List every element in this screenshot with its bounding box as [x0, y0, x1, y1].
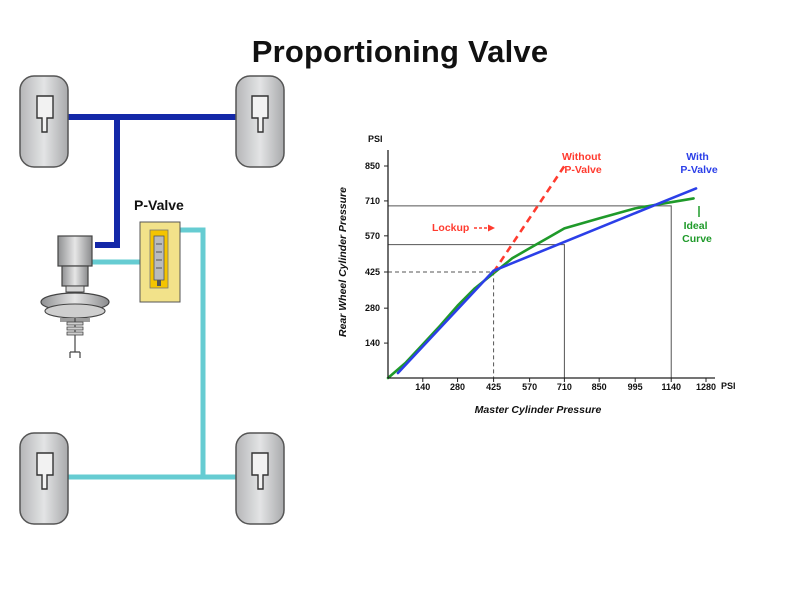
label-ideal-curve: Ideal Curve	[682, 220, 712, 245]
y-unit-label: PSI	[368, 134, 383, 144]
tire-rear-left	[19, 432, 69, 525]
front-feed-line	[95, 117, 120, 248]
front-brake-line	[68, 114, 245, 248]
x-tick-label: 140	[415, 382, 430, 392]
tire-rear-right	[235, 432, 285, 525]
y-tick-label: 140	[365, 338, 380, 348]
lockup-arrow	[474, 224, 495, 232]
series-with-p-valve	[396, 187, 698, 375]
x-tick-label: 1280	[696, 382, 716, 392]
series-ideal-curve	[386, 197, 695, 380]
label-without-p-valve: Without P-Valve	[562, 151, 604, 176]
x-tick-label: 570	[522, 382, 537, 392]
x-axis-title: Master Cylinder Pressure	[475, 404, 602, 416]
label-with-p-valve: With P-Valve	[680, 151, 718, 176]
page-title: Proportioning Valve	[251, 34, 549, 69]
y-tick-label: 850	[365, 161, 380, 171]
chart-series	[386, 165, 698, 380]
master-cylinder	[40, 235, 110, 358]
tire-front-left	[19, 75, 69, 168]
x-tick-label: 425	[486, 382, 501, 392]
series-without-p-valve	[492, 165, 566, 273]
y-tick-label: 570	[365, 231, 380, 241]
x-tick-label: 710	[557, 382, 572, 392]
x-tick-label: 280	[450, 382, 465, 392]
x-tick-label: 995	[628, 382, 643, 392]
x-tick-label: 1140	[661, 382, 681, 392]
y-tick-label: 425	[365, 267, 380, 277]
axis-ticks: 140 280 425 570 710 850 995 1140 1280 140 280 425 57…	[365, 161, 716, 392]
x-unit-label: PSI	[721, 381, 736, 391]
p-valve	[139, 221, 181, 303]
tire-front-right	[235, 75, 285, 168]
chart-axes	[387, 150, 715, 379]
lockup-label: Lockup	[432, 222, 469, 234]
x-tick-label: 850	[592, 382, 607, 392]
reference-line	[388, 244, 565, 378]
p-valve-label: P-Valve	[134, 197, 184, 213]
y-axis-title: Rear Wheel Cylinder Pressure	[337, 187, 349, 337]
y-tick-label: 710	[365, 196, 380, 206]
rear-main-line	[68, 227, 206, 480]
reference-lines	[388, 205, 672, 378]
reference-line	[388, 205, 672, 378]
y-tick-label: 280	[365, 303, 380, 313]
